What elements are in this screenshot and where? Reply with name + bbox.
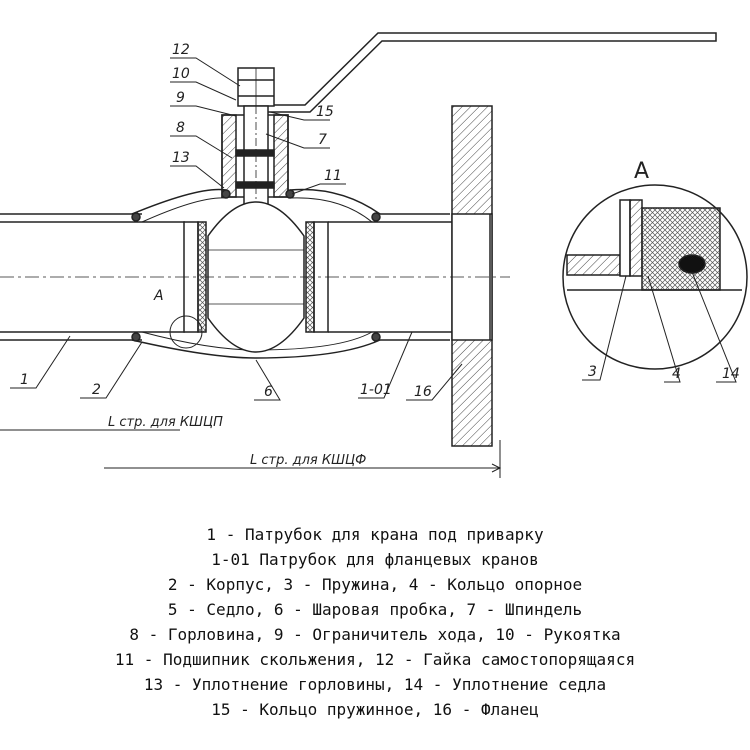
callout-9: 9 xyxy=(176,90,185,106)
callout-15: 15 xyxy=(316,104,334,120)
callout-8: 8 xyxy=(176,120,185,136)
legend-line: 13 - Уплотнение горловины, 14 - Уплотнен… xyxy=(143,675,607,694)
legend-line: 11 - Подшипник скольжения, 12 - Гайка са… xyxy=(114,650,636,669)
detail-title-A: A xyxy=(634,159,649,184)
callout-1-01: 1-01 xyxy=(360,382,392,398)
detail-callout-4: 4 xyxy=(672,366,681,382)
callout-A: A xyxy=(153,288,164,304)
legend-line: 1 - Патрубок для крана под приварку xyxy=(206,525,544,544)
handle xyxy=(251,32,717,113)
detail-callout-14: 14 xyxy=(722,366,740,382)
callout-6: 6 xyxy=(264,384,273,400)
legend-line: 15 - Кольцо пружинное, 16 - Фланец xyxy=(211,700,539,719)
callout-10: 10 xyxy=(172,66,190,82)
ball-valve-drawing: 12 10 9 15 8 7 13 11 A 1 2 6 1-01 16 A 3… xyxy=(0,32,748,478)
dimension-kshtsp: L стр. для КШЦП xyxy=(108,415,223,430)
body-bottom xyxy=(131,339,381,359)
legend-line: 5 - Седло, 6 - Шаровая пробка, 7 - Шпинд… xyxy=(167,600,583,619)
detail-callout-3: 3 xyxy=(588,364,597,380)
callout-11: 11 xyxy=(324,168,342,184)
body-top xyxy=(131,188,381,215)
callout-2: 2 xyxy=(92,382,101,398)
callout-12: 12 xyxy=(172,42,190,58)
legend-line: 1-01 Патрубок для фланцевых кранов xyxy=(211,550,539,569)
callout-1: 1 xyxy=(20,372,29,388)
dimension-kshtsf: L стр. для КШЦФ xyxy=(250,453,366,468)
callout-13: 13 xyxy=(172,150,190,166)
legend-line: 8 - Горловина, 9 - Ограничитель хода, 10… xyxy=(129,625,621,644)
legend: 1 - Патрубок для крана под приварку 1-01… xyxy=(0,522,750,722)
callout-7: 7 xyxy=(318,132,327,148)
callout-16: 16 xyxy=(414,384,432,400)
legend-line: 2 - Корпус, 3 - Пружина, 4 - Кольцо опор… xyxy=(167,575,583,594)
